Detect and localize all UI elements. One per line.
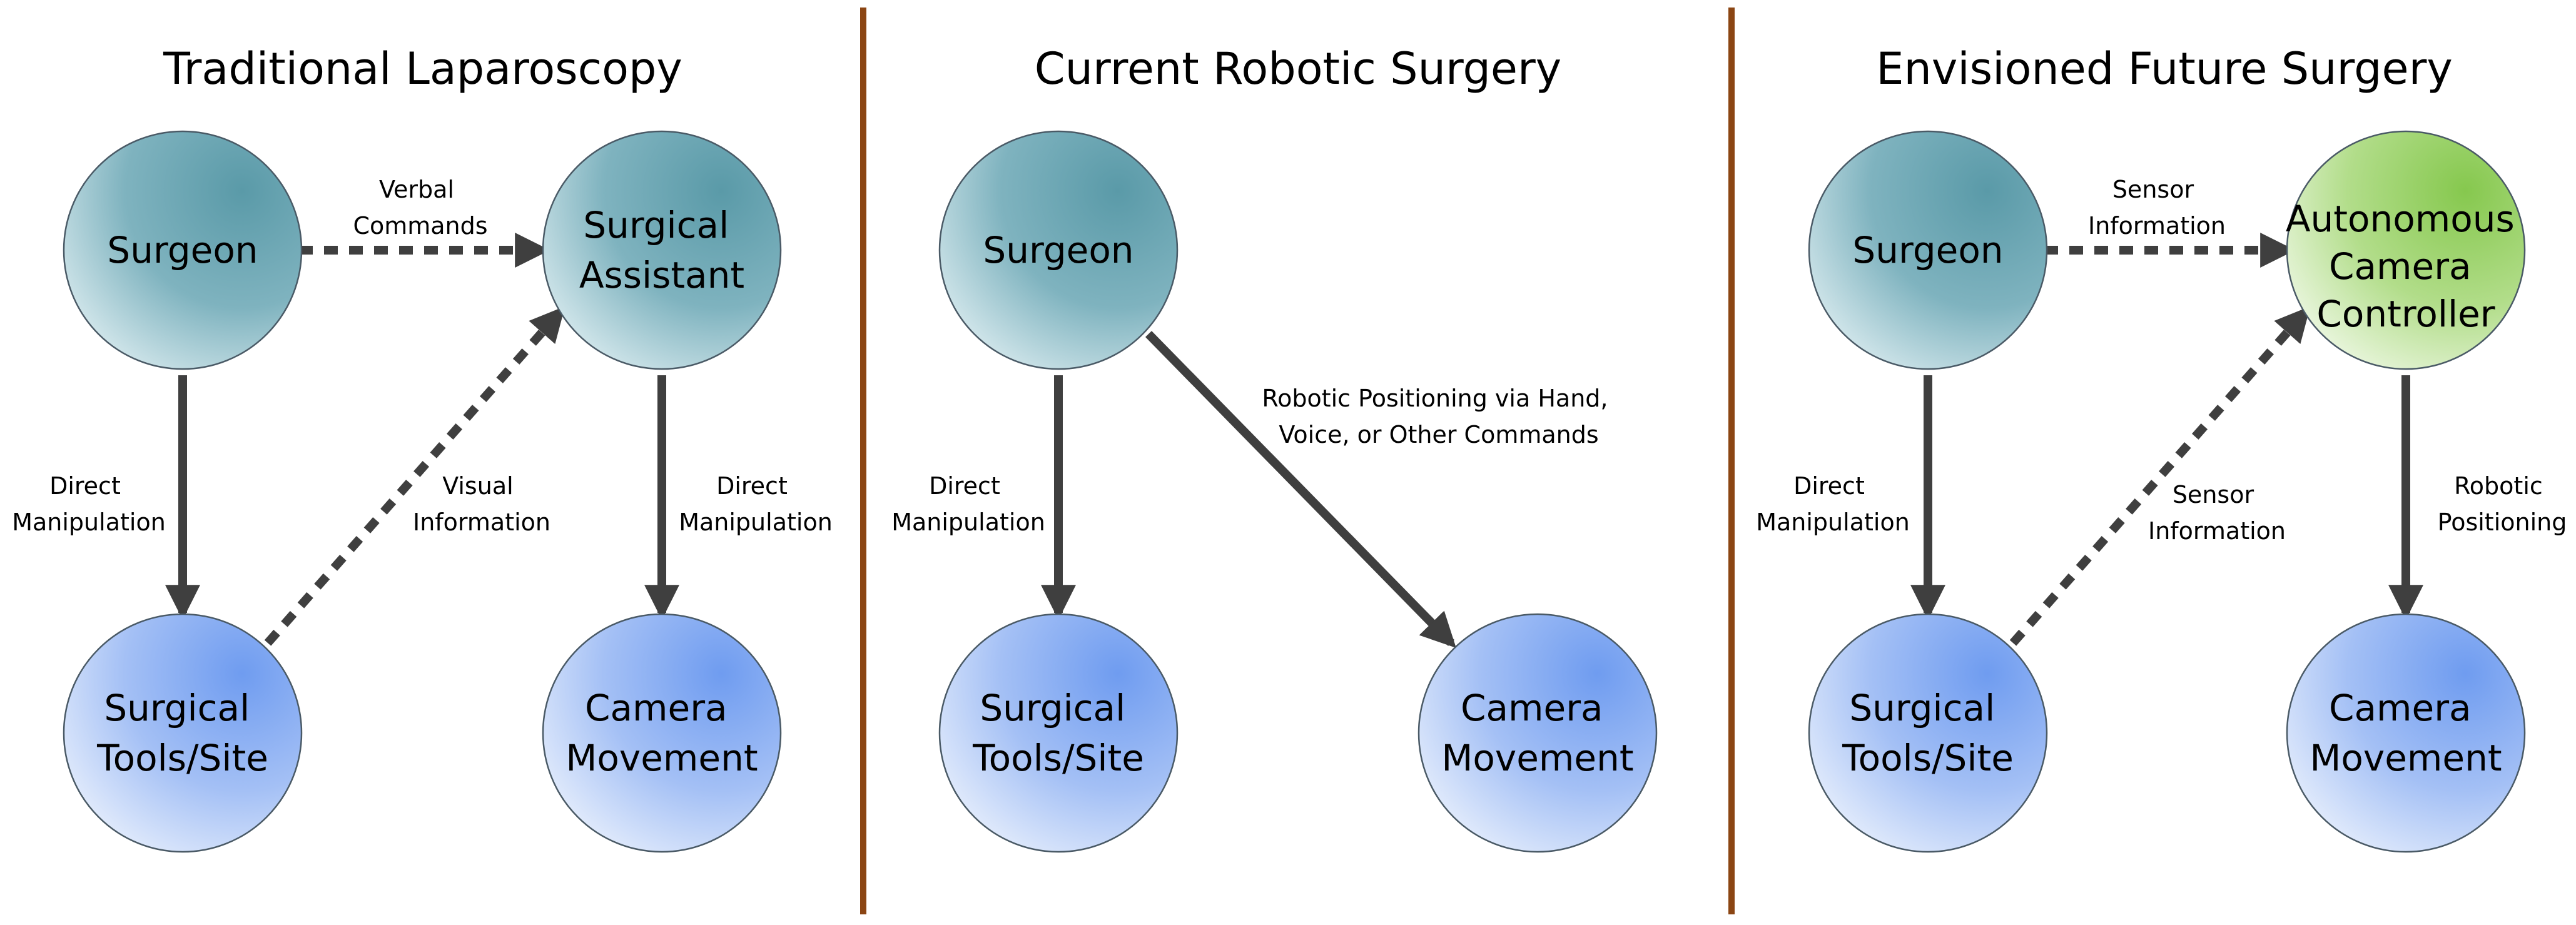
svg-text:Surgical Tools/Site: Surgical Tools/Site <box>972 687 1144 779</box>
svg-text:Surgeon: Surgeon <box>1852 229 2003 271</box>
svg-text:Autonomous Camera: Autonomous Camera Controller <box>2286 198 2526 335</box>
edge-label-sensor-information-top: Sensor Information <box>2088 176 2226 240</box>
edge-sensor-information-diagonal <box>2009 306 2311 646</box>
edge-label-direct-manipulation: Direct Manipulation <box>1756 472 1910 536</box>
node-autonomous-camera-controller: Autonomous Camera Controller <box>2286 130 2526 370</box>
svg-text:Surgical Assistant: Surgical Assistant <box>579 204 744 296</box>
node-surgical-tools-site: Surgical Tools/Site <box>63 613 303 853</box>
node-camera-movement: Camera Movement <box>542 613 782 853</box>
svg-text:Surgical Tools/Site: Surgical Tools/Site <box>96 687 268 779</box>
node-camera-movement: Camera Movement <box>1417 613 1658 853</box>
edge-label-direct-manipulation: Direct Manipulation <box>891 472 1045 536</box>
edge-robotic-positioning <box>1145 331 1456 649</box>
edge-label-verbal-commands: Verbal Commands <box>353 176 487 240</box>
panel-current-robotic-surgery: Current Robotic Surgery Direct Manipulat… <box>891 43 1658 853</box>
svg-text:Camera Movement: Camera Movement <box>565 687 758 779</box>
node-surgical-assistant: Surgical Assistant <box>542 130 782 370</box>
svg-text:Surgeon: Surgeon <box>983 229 1133 271</box>
svg-text:Camera Movement: Camera Movement <box>2310 687 2502 779</box>
panel-title: Current Robotic Surgery <box>1035 43 1561 94</box>
panel-envisioned-future-surgery: Envisioned Future Surgery Sensor Informa… <box>1756 43 2567 853</box>
node-surgeon: Surgeon <box>938 130 1179 370</box>
edge-label-direct-manipulation-right: Direct Manipulation <box>679 472 833 536</box>
edge-label-robotic-positioning: Robotic Positioning <box>2438 472 2567 536</box>
svg-text:Surgeon: Surgeon <box>107 229 258 271</box>
panel-title: Envisioned Future Surgery <box>1876 43 2453 94</box>
node-surgical-tools-site: Surgical Tools/Site <box>938 613 1179 853</box>
svg-text:Camera Movement: Camera Movement <box>1441 687 1633 779</box>
edge-label-robotic-positioning: Robotic Positioning via Hand, Voice, or … <box>1262 385 1615 448</box>
edge-label-direct-manipulation-left: Direct Manipulation <box>12 472 166 536</box>
edge-label-sensor-information-diagonal: Sensor Information <box>2148 481 2286 545</box>
node-surgeon: Surgeon <box>63 130 303 370</box>
node-surgical-tools-site: Surgical Tools/Site <box>1808 613 2048 853</box>
edge-label-visual-information: Visual Information <box>413 472 550 536</box>
node-surgeon: Surgeon <box>1808 130 2048 370</box>
panel-title: Traditional Laparoscopy <box>163 43 682 94</box>
panel-traditional-laparoscopy: Traditional Laparoscopy Verbal Commands … <box>12 43 833 853</box>
svg-text:Surgical Tools/Site: Surgical Tools/Site <box>1842 687 2014 779</box>
node-camera-movement: Camera Movement <box>2286 613 2526 853</box>
